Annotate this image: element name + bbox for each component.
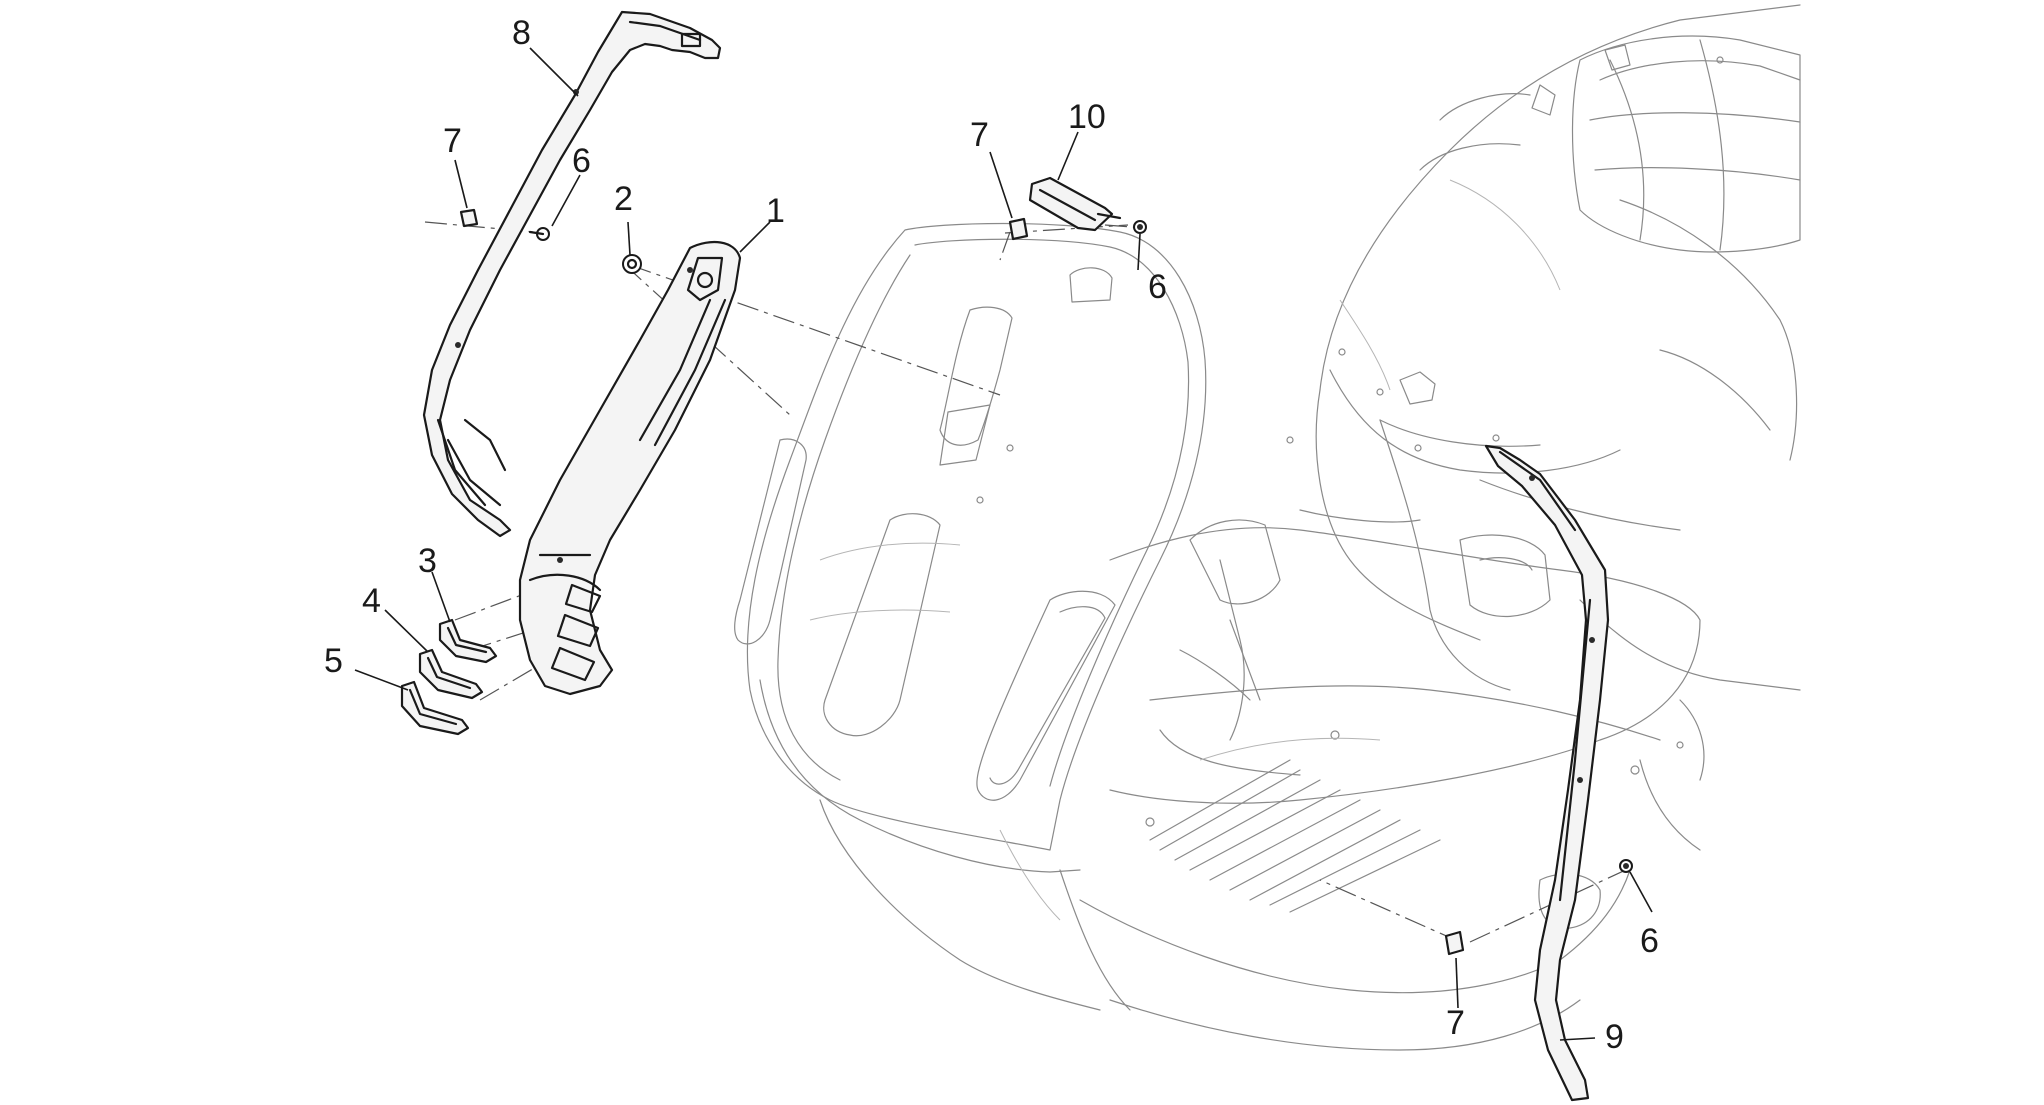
part-1-center-trim xyxy=(518,241,742,696)
part-8-trim-strip xyxy=(422,10,722,538)
clip-7-top xyxy=(1008,217,1029,241)
callout-8: 8 xyxy=(512,14,531,52)
leader-lines xyxy=(354,47,1653,1041)
part-9-trim-strip xyxy=(1484,444,1610,1102)
screw-6-top xyxy=(1133,220,1147,234)
part-10-bracket xyxy=(1028,176,1122,232)
part-4-vent-trim xyxy=(418,648,484,700)
callout-6-top: 6 xyxy=(1148,268,1167,306)
callout-10: 10 xyxy=(1068,98,1106,136)
screw-6-left xyxy=(528,227,550,241)
clip-7-left xyxy=(459,208,479,228)
callout-7-top: 7 xyxy=(970,116,989,154)
part-3-vent-trim xyxy=(438,618,498,664)
callout-7-left: 7 xyxy=(443,122,462,160)
callout-6-left: 6 xyxy=(572,142,591,180)
clip-7-bottom xyxy=(1444,930,1465,956)
assembly-dash-lines xyxy=(424,221,1631,943)
callout-5: 5 xyxy=(324,642,343,680)
callout-1: 1 xyxy=(766,192,785,230)
callout-9: 9 xyxy=(1605,1018,1624,1056)
scooter-body-outline xyxy=(734,4,1801,1051)
screw-2 xyxy=(622,254,642,274)
callout-labels: 1 2 3 4 5 6 6 6 7 7 7 8 9 10 xyxy=(324,14,1659,1056)
callout-6-bottom: 6 xyxy=(1640,922,1659,960)
part-5-vent-trim xyxy=(400,680,470,736)
screw-6-bottom xyxy=(1619,859,1633,873)
callout-2: 2 xyxy=(614,180,633,218)
callout-4: 4 xyxy=(362,582,381,620)
fasteners xyxy=(459,208,1633,956)
callout-7-bottom: 7 xyxy=(1446,1004,1465,1042)
callout-3: 3 xyxy=(418,542,437,580)
